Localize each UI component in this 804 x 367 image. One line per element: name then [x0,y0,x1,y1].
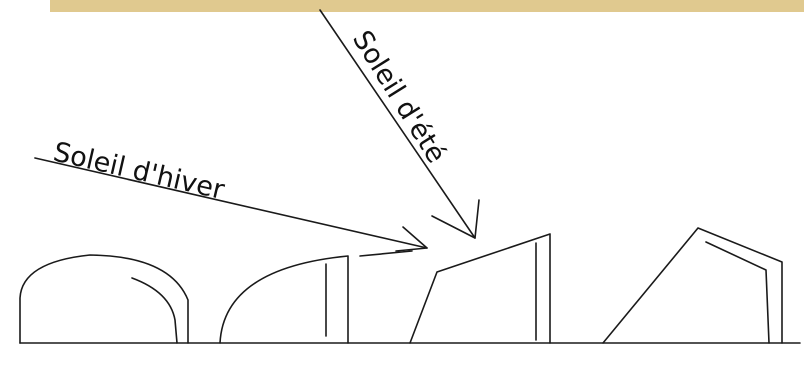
dome-shape [19,254,189,344]
winter-sun-ray-tail [359,250,413,257]
pitched-roof-shape [602,227,783,344]
quarter-round-shape [219,255,349,344]
header-band [50,0,804,12]
winter-sun-label: Soleil d'hiver [50,137,228,207]
summer-sun-ray [319,9,480,239]
summer-sun-label: Soleil d'été [346,25,452,168]
winter-sun-ray [34,157,428,252]
sloped-roof-shape [409,233,551,344]
